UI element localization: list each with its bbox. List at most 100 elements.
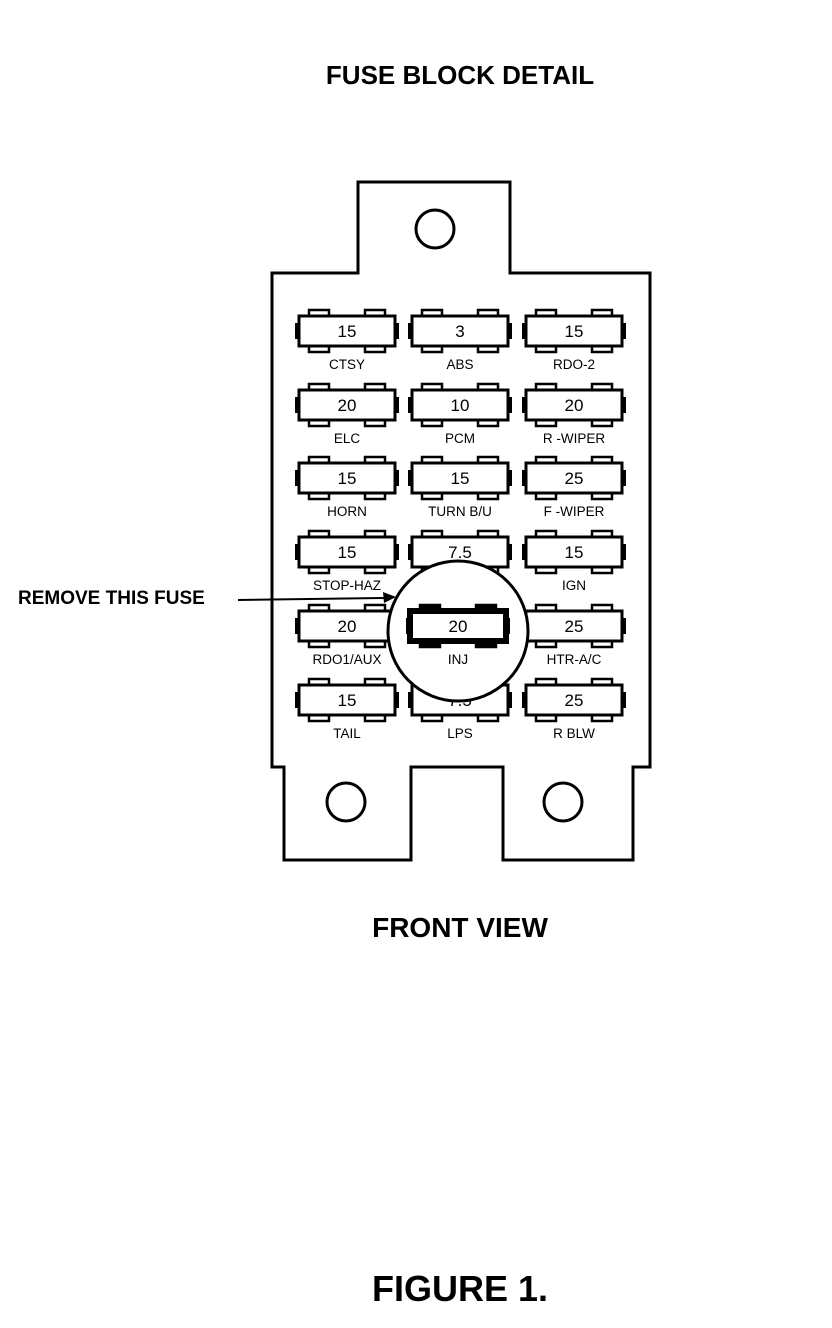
- fuse-side: [622, 397, 626, 413]
- fuse-rating: 25: [565, 469, 584, 488]
- fuse-side: [408, 692, 412, 708]
- fuse-body: [524, 314, 624, 348]
- fuse-side: [395, 397, 399, 413]
- fuse-side: [508, 692, 512, 708]
- fuse-5-2[interactable]: 25 R BLW: [522, 677, 626, 741]
- fuse-side: [295, 544, 299, 560]
- fuse-rating: 15: [565, 322, 584, 341]
- fuse-rating: 15: [338, 469, 357, 488]
- fuse-rating: 15: [338, 322, 357, 341]
- fuse-label: RDO-2: [553, 357, 595, 372]
- fuse-side: [295, 692, 299, 708]
- fuse-label: HTR-A/C: [547, 652, 602, 667]
- fuse-rating: 20: [338, 617, 357, 636]
- fuse-body: [410, 314, 510, 348]
- fuse-label: ELC: [334, 431, 361, 446]
- mounting-hole-bottom-left: [325, 781, 367, 823]
- fuse-side: [395, 470, 399, 486]
- fuse-side: [622, 692, 626, 708]
- fuse-rating: 20: [565, 396, 584, 415]
- fuse-label: F -WIPER: [544, 504, 605, 519]
- fuse-rating: 3: [455, 322, 464, 341]
- fuse-label: R -WIPER: [543, 431, 605, 446]
- fuse-rating: 20: [449, 617, 468, 636]
- fuse-label: TAIL: [333, 726, 361, 741]
- callout-arrow: [237, 592, 396, 603]
- fuse-rating: 25: [565, 691, 584, 710]
- fuse-side: [522, 544, 526, 560]
- fuse-label: TURN B/U: [428, 504, 492, 519]
- mounting-hole-bottom-right: [542, 781, 584, 823]
- fuse-side: [522, 692, 526, 708]
- fuse-label: RDO1/AUX: [312, 652, 381, 667]
- fuse-side: [508, 470, 512, 486]
- fuse-side: [508, 397, 512, 413]
- fuse-label: R BLW: [553, 726, 595, 741]
- fuse-side: [622, 323, 626, 339]
- fuse-label: HORN: [327, 504, 367, 519]
- fuse-body: [410, 388, 510, 422]
- fuse-body: [297, 683, 397, 717]
- fuse-side: [508, 544, 512, 560]
- fuse-side: [508, 323, 512, 339]
- fuse-label: PCM: [445, 431, 475, 446]
- fuse-rating: 7.5: [448, 543, 472, 562]
- view-label: FRONT VIEW: [372, 912, 548, 943]
- fuse-label: INJ: [448, 652, 468, 667]
- fuse-block-outline: [270, 180, 652, 862]
- fuse-label: CTSY: [329, 357, 365, 372]
- fuse-1-2[interactable]: 20 R -WIPER: [522, 382, 626, 446]
- fuse-body: [524, 388, 624, 422]
- fuse-rating: 15: [338, 543, 357, 562]
- fuse-body: [524, 683, 624, 717]
- fuse-body: [297, 535, 397, 569]
- fuse-rating: 15: [451, 469, 470, 488]
- fuse-side: [406, 618, 410, 634]
- fuse-body: [410, 461, 510, 495]
- fuse-rating: 15: [565, 543, 584, 562]
- fuse-label: LPS: [447, 726, 473, 741]
- fuse-side: [408, 397, 412, 413]
- fuse-rating: 25: [565, 617, 584, 636]
- fuse-side: [522, 397, 526, 413]
- fuse-side: [622, 618, 626, 634]
- fuse-2-2[interactable]: 25 F -WIPER: [522, 455, 626, 519]
- fuse-label: ABS: [446, 357, 473, 372]
- fuse-side: [395, 544, 399, 560]
- fuse-label: STOP-HAZ: [313, 578, 381, 593]
- fuse-side: [295, 470, 299, 486]
- mounting-hole-top: [414, 208, 456, 250]
- fuse-side: [295, 618, 299, 634]
- fuse-rating: 20: [338, 396, 357, 415]
- diagram-title: FUSE BLOCK DETAIL: [325, 60, 595, 90]
- fuse-rating: 10: [451, 396, 470, 415]
- fuse-side: [622, 470, 626, 486]
- fuse-rating: 15: [338, 691, 357, 710]
- fuse-label: IGN: [562, 578, 586, 593]
- fuse-side: [395, 323, 399, 339]
- fuse-side: [408, 323, 412, 339]
- fuse-side: [522, 470, 526, 486]
- fuse-side: [395, 692, 399, 708]
- fuse-side: [295, 323, 299, 339]
- fuse-side: [295, 397, 299, 413]
- fuse-side: [506, 618, 510, 634]
- fuse-side: [408, 470, 412, 486]
- figure-label: FIGURE 1.: [371, 1268, 549, 1309]
